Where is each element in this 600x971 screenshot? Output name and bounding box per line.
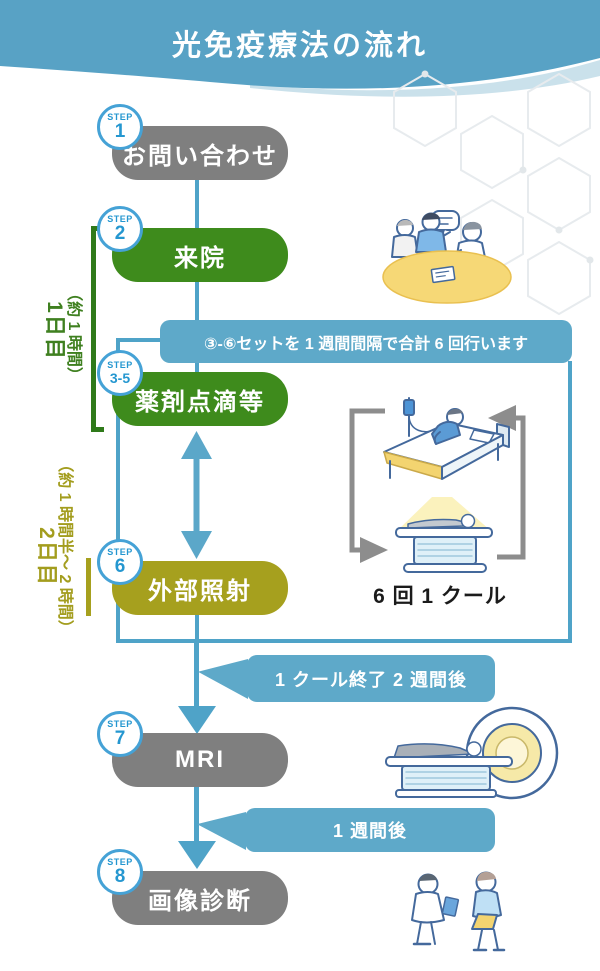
- loop-line-right: [568, 361, 572, 643]
- step-badge-prefix: STEP: [107, 359, 133, 370]
- step-box-infusion: 薬剤点滴等: [112, 372, 288, 426]
- step-badge-prefix: STEP: [107, 213, 133, 224]
- loop-line-left: [116, 338, 120, 643]
- hexagon-pattern-decoration: [393, 70, 594, 316]
- flow-line-note-step3: [195, 360, 199, 374]
- mri-scanner-illustration: [385, 706, 559, 800]
- day1-duration: （約 1 時間）: [65, 285, 82, 383]
- cycle-arrow-left-icon: [349, 408, 388, 563]
- cycle-arrow-right-icon: [488, 405, 526, 560]
- cycle-caption: 6 回 1 クール: [373, 585, 507, 608]
- step-badge-number: 7: [114, 727, 126, 749]
- down-arrow-to-diagnosis-icon: [178, 787, 216, 869]
- step-badge-prefix: STEP: [107, 111, 133, 122]
- step-badge-prefix: STEP: [107, 856, 133, 867]
- iv-drip-bed-illustration: [383, 397, 510, 480]
- radiation-machine-illustration: [395, 497, 493, 573]
- step-badge-7: STEP 7: [97, 711, 143, 757]
- down-arrow-to-mri-icon: [178, 641, 216, 734]
- step-badge-6: STEP 6: [97, 539, 143, 585]
- day2-bracket: [86, 558, 91, 616]
- doctor-patient-consult-illustration: [411, 871, 506, 952]
- step-badge-3-5: STEP 3-5: [97, 350, 143, 396]
- step-badge-number: 2: [114, 222, 126, 244]
- loop-line-top-left: [116, 338, 162, 342]
- callout-one-week: 1 週間後: [245, 808, 495, 852]
- flow-lines: [116, 178, 572, 643]
- day2-duration: （約 1 時間半～ 2 時間）: [56, 456, 73, 636]
- loop-line-bottom: [116, 639, 572, 643]
- step-badge-prefix: STEP: [107, 718, 133, 729]
- flow-line-step2-note: [195, 280, 199, 324]
- page-title: 光免疫療法の流れ: [171, 30, 428, 62]
- header-wave: [0, 0, 600, 97]
- step-badge-1: STEP 1: [97, 104, 143, 150]
- step-badge-number: 1: [114, 120, 126, 142]
- double-arrow-icon: [181, 431, 212, 559]
- step-badge-prefix: STEP: [107, 546, 133, 557]
- consultation-illustration: [382, 210, 512, 304]
- flow-line-step1-2: [195, 178, 199, 230]
- step-badge-8: STEP 8: [97, 849, 143, 895]
- callout-after-course: 1 クール終了 2 週間後: [247, 655, 495, 702]
- step-badge-number: 8: [114, 865, 126, 887]
- flow-line-step6-bottom: [195, 615, 199, 643]
- step-badge-2: STEP 2: [97, 206, 143, 252]
- day1-bracket: [91, 226, 104, 432]
- step-badge-number: 6: [114, 555, 126, 577]
- callout-cycle-note: ③-⑥セットを 1 週間間隔で合計 6 回行います: [160, 320, 572, 363]
- step-badge-number: 3-5: [109, 369, 131, 386]
